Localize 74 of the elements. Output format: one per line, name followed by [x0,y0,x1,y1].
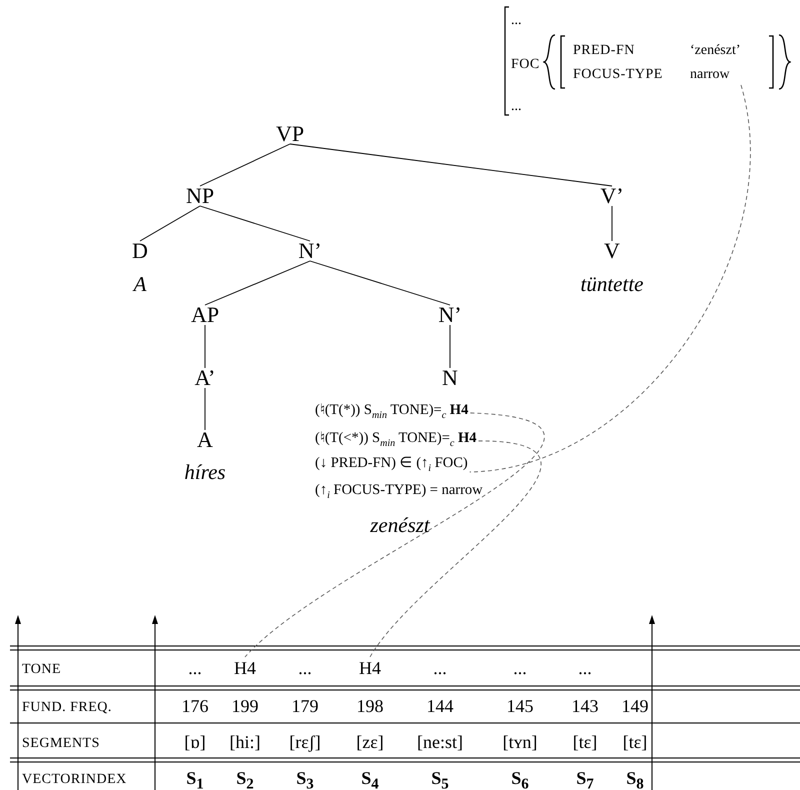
segment-transcription: [tʏn] [502,731,538,753]
frequency-value: 179 [292,695,318,717]
feature-name: PRED-FN [573,43,635,59]
tree-branch [290,144,612,186]
frequency-value: 143 [572,695,598,717]
tree-node-label: V [604,239,620,263]
tree-node-label: V’ [600,184,624,208]
vector-index: S$_{2}$ [236,767,254,790]
frequency-value: 145 [506,695,534,717]
vector-index: S$_{1}$ [186,767,204,790]
tone-value: ... [188,657,202,679]
correspondence-line [469,84,750,472]
tree-branch [200,206,310,242]
vector-index: S$_{5}$ [431,767,449,790]
row-header: FUND. FREQ. [22,700,112,716]
vector-index: S$_{7}$ [576,767,594,790]
feature-value: ‘zenészt’ [690,43,741,59]
tree-node-label: N’ [438,303,462,327]
frequency-value: 176 [182,695,208,717]
row-header: TONE [22,662,62,678]
attribute-value-matrix [503,5,793,117]
row-header: VECTORINDEX [22,772,127,788]
tree-branch [200,144,290,186]
tree-branch [204,324,206,368]
tree-node-label: A’ [194,366,216,390]
vector-index: S$_{6}$ [511,767,529,790]
feature-value: narrow [690,67,730,83]
tree-node-label: D [132,239,148,263]
tree-node-label: N’ [298,239,322,263]
row-header: SEGMENTS [22,736,100,752]
annotation-equation: (↓ PRED-FN) ∈ (↑$_{i}$ FOC) [315,454,468,478]
attribute-value-matrix [543,33,791,91]
segment-transcription: [zɛ] [356,731,384,753]
tone-value: ... [513,657,527,679]
tree-branch [204,260,310,306]
tone-value: ... [298,657,312,679]
segment-transcription: [rɛʃ] [289,731,321,753]
vector-index: S$_{8}$ [626,767,644,790]
frequency-value: 149 [622,695,648,717]
tone-value: H4 [359,657,381,679]
segment-transcription: [ne:st] [417,731,463,753]
annotation-equation: (↑$_{i}$ FOCUS-TYPE) = narrow [315,481,483,505]
tree-node-label: N [442,366,458,390]
segment-transcription: [hi:] [230,731,260,753]
frequency-value: 199 [232,695,258,717]
tree-branch [204,388,206,430]
tree-node-label: AP [190,303,220,327]
segment-transcription: [ɒ] [184,731,206,753]
ellipsis: ... [511,99,522,115]
tone-value: ... [433,657,447,679]
word: híres [184,460,226,484]
annotation-equation: (♮(T(<*)) S$_{min}$ TONE)=$_{c}$ H4 [315,429,476,453]
tree-node-label: A [197,428,213,452]
ellipsis: ... [511,13,522,29]
word: A [134,272,146,296]
segment-transcription: [tɛ] [572,731,598,753]
vector-index: S$_{3}$ [296,767,314,790]
tree-branch [140,206,200,242]
word: zenészt [370,513,430,537]
segment-transcription: [tɛ] [622,731,648,753]
vector-index: S$_{4}$ [361,767,379,790]
tone-value: H4 [234,657,256,679]
tree-node-label: VP [276,122,304,146]
frequency-value: 144 [426,695,454,717]
tree-node-label: NP [186,184,214,208]
tone-value: ... [578,657,592,679]
correspondence-line [244,412,544,658]
word: tüntette [580,272,644,296]
annotation-equation: (♮(T(*)) S$_{min}$ TONE)=$_{c}$ H4 [315,401,468,425]
feature-name: FOCUS-TYPE [573,67,663,83]
feature-name: FOC [511,57,540,73]
tree-branch [310,260,450,306]
frequency-value: 198 [356,695,384,717]
correspondence-line [370,440,542,658]
